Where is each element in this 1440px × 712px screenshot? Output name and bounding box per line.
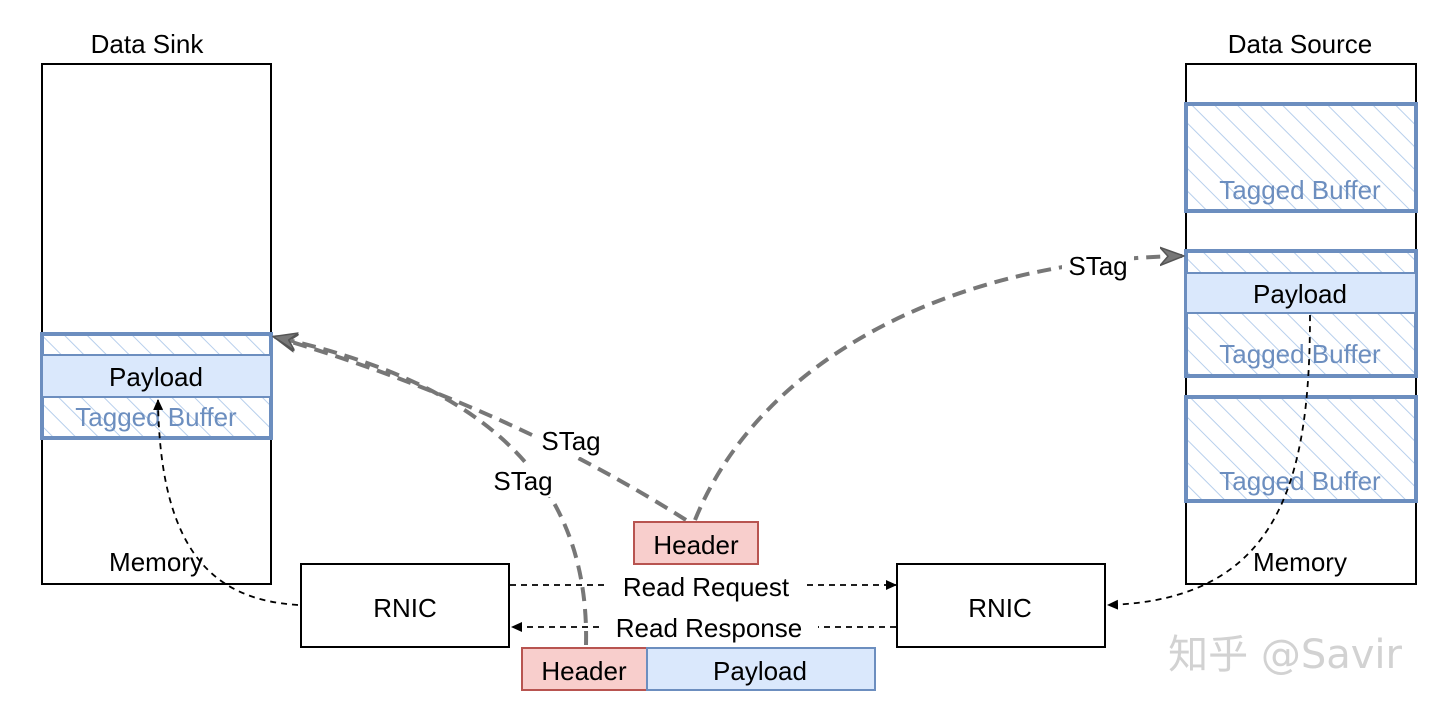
source-tagged-buffer-bottom-label: Tagged Buffer (1219, 466, 1381, 496)
source-payload-label: Payload (1253, 279, 1347, 309)
stag-label-left-lower-bg (488, 465, 560, 497)
watermark: 知乎 @Savir (1168, 632, 1402, 678)
read-response-label-bg (600, 612, 818, 642)
source-payload-to-rnic-arrow (1107, 314, 1311, 610)
response-payload-label: Payload (713, 656, 807, 686)
source-tagged-buffer-bottom (1184, 395, 1418, 503)
sink-memory-label: Memory (109, 547, 203, 577)
stag-arrow-left-upper (275, 337, 688, 522)
source-memory-label: Memory (1253, 547, 1347, 577)
rnic-right-box (896, 563, 1106, 648)
stag-label-left-upper-bg (536, 425, 608, 457)
rnic-left-label: RNIC (373, 593, 437, 623)
source-tagged-buffer-top-label: Tagged Buffer (1219, 175, 1381, 205)
stag-arrow-left-lower (275, 337, 589, 646)
stag-label-right: STag (1068, 251, 1127, 281)
request-header-label: Header (653, 530, 739, 560)
read-request-label-bg (608, 570, 804, 600)
stag-label-right-bg (1062, 250, 1134, 282)
read-request-label: Read Request (623, 572, 790, 602)
source-title: Data Source (1228, 29, 1373, 59)
stag-label-left-upper: STag (541, 426, 600, 456)
stag-arrow-right (693, 256, 1182, 521)
source-tagged-buffer-mid-label: Tagged Buffer (1219, 339, 1381, 369)
source-payload (1185, 272, 1417, 314)
rnic-to-sink-payload-arrow (153, 399, 299, 606)
source-tagged-buffer-top (1184, 102, 1418, 213)
request-header-box (633, 521, 759, 565)
sink-memory-box (41, 63, 272, 585)
sink-payload-label: Payload (109, 362, 203, 392)
stag-label-left-lower: STag (493, 466, 552, 496)
response-header-label: Header (541, 656, 627, 686)
sink-title: Data Sink (91, 29, 205, 59)
sink-tagged-buffer-label: Tagged Buffer (75, 402, 237, 432)
rnic-left-box (300, 563, 510, 648)
read-response-label: Read Response (616, 613, 802, 643)
response-payload-box (646, 647, 876, 691)
rnic-right-label: RNIC (968, 593, 1032, 623)
sink-payload (41, 354, 272, 398)
